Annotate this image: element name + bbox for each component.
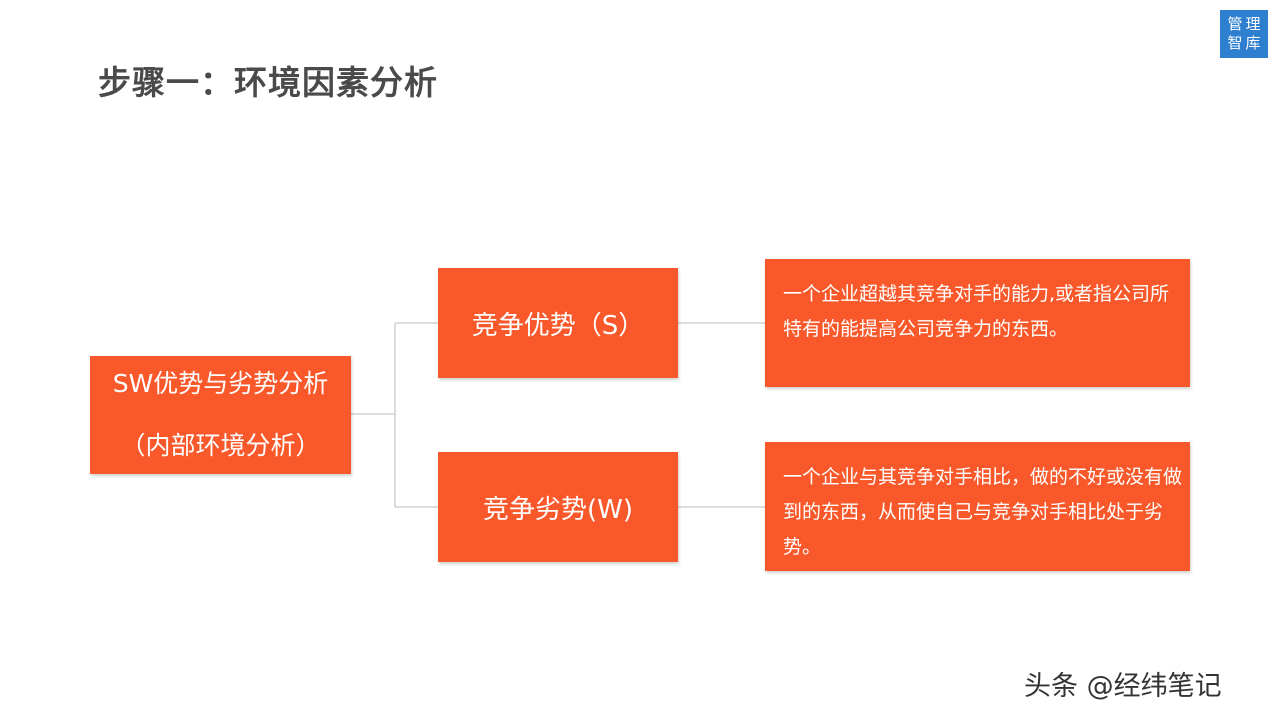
page-title: 步骤一：环境因素分析	[98, 63, 438, 102]
strength-node: 竞争优势（S）	[438, 268, 678, 378]
weakness-description: 一个企业与其竞争对手相比，做的不好或没有做到的东西，从而使自己与竞争对手相比处于…	[765, 442, 1190, 571]
strength-description: 一个企业超越其竞争对手的能力,或者指公司所特有的能提高公司竞争力的东西。	[765, 259, 1190, 387]
weakness-node: 竞争劣势(W)	[438, 452, 678, 562]
logo-badge: 管理 智库	[1220, 10, 1268, 58]
logo-line-1: 管理	[1227, 15, 1264, 33]
root-node: SW优势与劣势分析 （内部环境分析）	[90, 356, 351, 474]
watermark: 头条 @经纬笔记	[1024, 671, 1222, 702]
root-node-subtitle: （内部环境分析）	[120, 431, 321, 460]
root-node-title: SW优势与劣势分析	[112, 369, 329, 398]
logo-line-2: 智库	[1227, 34, 1264, 52]
